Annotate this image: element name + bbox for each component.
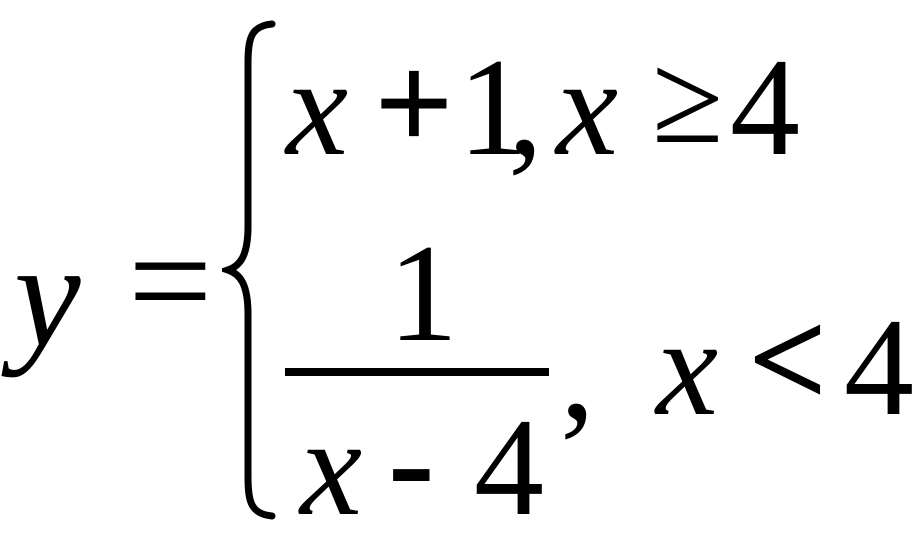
case1-x: x: [286, 30, 349, 185]
equals-sign: =: [128, 198, 213, 364]
denominator-x: x: [300, 390, 363, 545]
fraction-numerator: 1: [388, 216, 458, 371]
case1-plus: +: [374, 26, 454, 181]
case1-four: 4: [730, 30, 800, 185]
left-brace-icon: [222, 20, 276, 520]
case2-less-than: <: [748, 282, 828, 437]
denominator-four: 4: [474, 390, 544, 545]
lhs-variable-y: y: [14, 212, 81, 378]
case1-geq: ≥: [652, 27, 724, 171]
case1-comma: ,: [508, 30, 543, 185]
case1-condition-x: x: [556, 30, 619, 185]
denominator-minus: -: [388, 384, 435, 539]
case2-condition-x: x: [656, 290, 719, 445]
case2-four: 4: [844, 290, 914, 445]
fraction-bar: [285, 368, 549, 376]
case1-one: 1: [458, 30, 528, 185]
case2-comma: ,: [560, 294, 595, 449]
